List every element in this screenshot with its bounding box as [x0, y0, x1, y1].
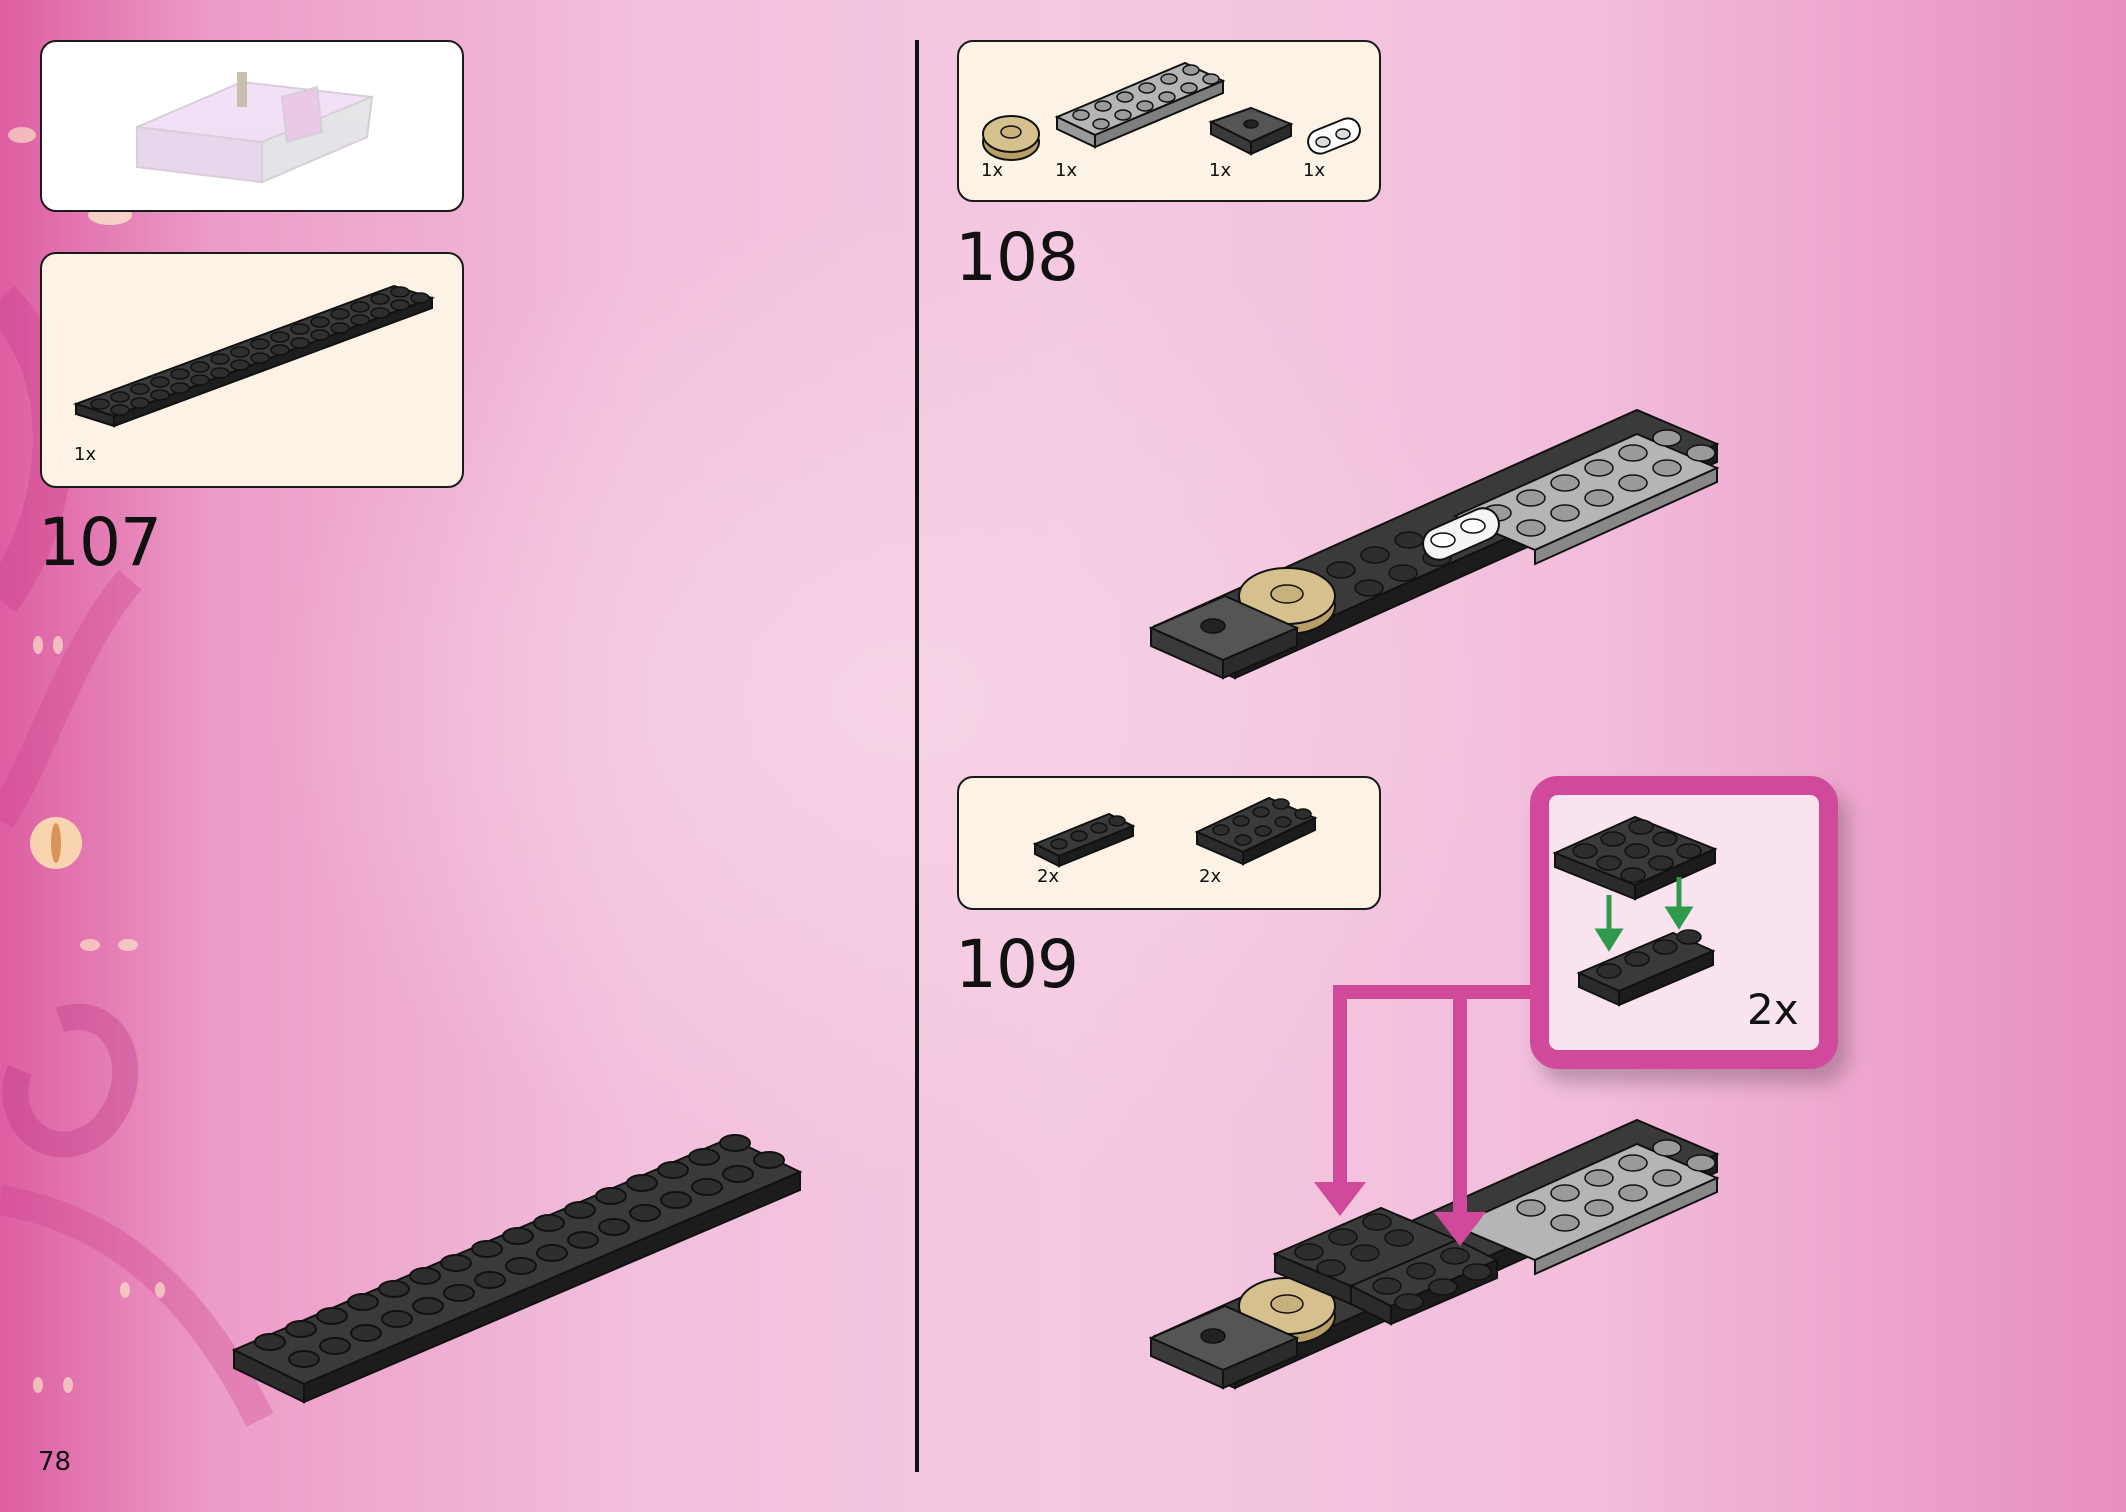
page-number: 78: [38, 1447, 72, 1477]
callout-arrows: [1314, 985, 1550, 1246]
part-quantity: 1x: [74, 444, 97, 465]
step-number-108: 108: [955, 219, 1079, 296]
black-plate-2x16-icon: [72, 284, 436, 428]
dark-gray-tile-2x2-icon: [1208, 106, 1294, 156]
black-plate-1x4-icon: [1032, 812, 1136, 868]
part-quantity: 1x: [1209, 160, 1232, 181]
white-plate-1x2-rounded-icon: [1307, 117, 1361, 155]
step-107-plate-image: [231, 1134, 803, 1404]
submodel-preview-callout: [40, 40, 464, 212]
tan-round-plate-icon: [982, 115, 1040, 161]
step-108-assembly-image: [1148, 408, 1720, 680]
step-107-parts-callout: 1x: [40, 252, 464, 488]
submodel-preview-image: [136, 72, 374, 184]
step-number-107: 107: [38, 504, 162, 581]
page-divider: [915, 40, 919, 1472]
step-108-parts-callout: 1x 1x 1x 1x: [957, 40, 1381, 202]
step-109-assembly-image: [1148, 1118, 1720, 1390]
sub-assembly-quantity: 2x: [1747, 985, 1799, 1034]
gray-plate-2x6-icon: [1054, 61, 1226, 149]
sub-assembly-callout: [1530, 776, 1838, 1069]
step-109-parts-callout: 2x 2x: [957, 776, 1381, 910]
part-quantity: 2x: [1199, 866, 1222, 887]
part-quantity: 1x: [1303, 160, 1326, 181]
sub-assembly-image: [1552, 815, 1718, 1007]
part-quantity: 1x: [981, 160, 1004, 181]
step-number-109: 109: [955, 926, 1079, 1003]
part-quantity: 1x: [1055, 160, 1078, 181]
part-quantity: 2x: [1037, 866, 1060, 887]
black-plate-2x4-icon: [1194, 796, 1318, 866]
